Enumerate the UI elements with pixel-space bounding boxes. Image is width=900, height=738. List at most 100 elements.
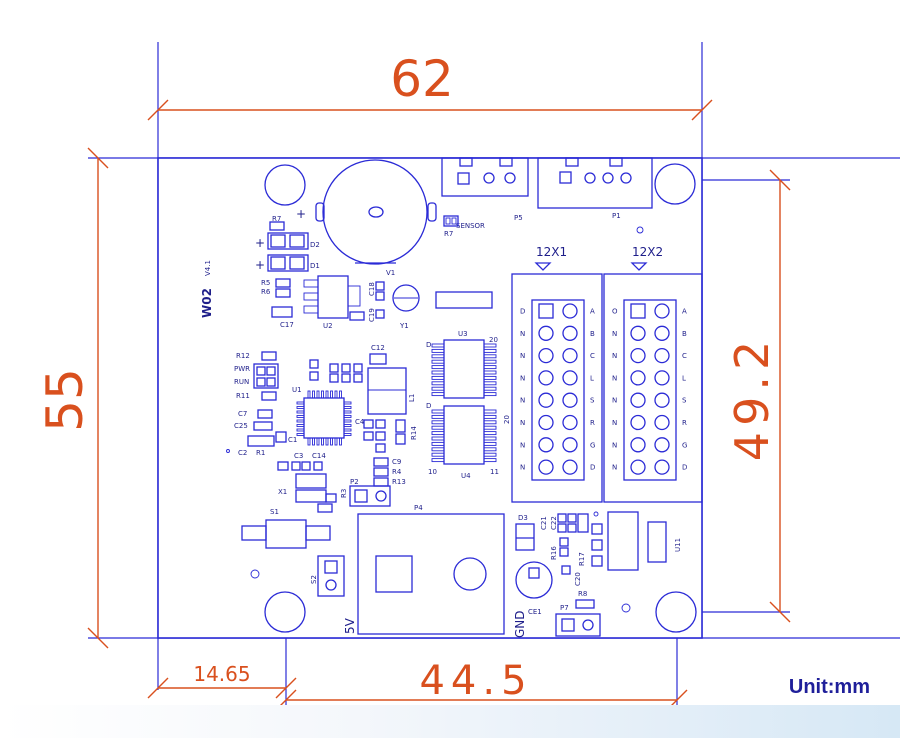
header-pin — [654, 392, 670, 408]
header-pin — [538, 347, 554, 364]
header-pin-label: N — [520, 374, 525, 382]
label-l1: L1 — [408, 394, 416, 402]
label-c18: C18 — [368, 282, 376, 296]
buzzer-component: + V1 — [296, 159, 437, 277]
label-c7: C7 — [238, 410, 247, 418]
mcu-pin — [343, 401, 352, 405]
ic-pin — [483, 370, 497, 375]
header-pin-label: L — [682, 374, 686, 382]
label-r1: R1 — [256, 449, 265, 457]
mcu-pin — [296, 410, 305, 414]
ic-pin — [483, 447, 497, 452]
mcu-pin — [330, 390, 333, 399]
ic-pin — [483, 452, 497, 457]
header-pin — [654, 437, 670, 453]
label-c19: C19 — [368, 308, 376, 322]
header-pin-label: B — [590, 330, 595, 338]
header-pin — [630, 414, 646, 431]
header-pin-label: C — [682, 352, 687, 360]
dimension-hole-vertical: 49.2 — [725, 169, 791, 623]
header-pin-label: N — [520, 397, 525, 405]
header-pin-label: R — [682, 419, 687, 427]
mcu-u1: U1 C4 — [292, 386, 365, 446]
ic-pin — [431, 452, 445, 457]
header-pin-square — [630, 303, 646, 319]
ic-pin — [431, 409, 445, 414]
header-pin — [562, 370, 578, 386]
header-12x2-label: 12X2 — [632, 245, 663, 259]
label-r14: R14 — [410, 426, 418, 440]
label-r4: R4 — [392, 468, 402, 476]
ic-pin — [483, 425, 497, 430]
header-pin-label: L — [590, 374, 594, 382]
diode-d3: D3 — [515, 514, 535, 551]
mcu-pin — [296, 415, 305, 418]
header-12x1-label: 12X1 — [536, 245, 567, 259]
ic-pin — [431, 365, 445, 370]
mcu-pin — [296, 401, 305, 405]
label-u2: U2 — [323, 322, 333, 330]
label-pin20b: 20 — [503, 415, 511, 424]
label-sensor: SENSOR — [456, 222, 485, 230]
ic-pin — [483, 343, 497, 348]
header-pin — [562, 303, 578, 319]
ic-pin — [431, 431, 445, 436]
header-pin-label: N — [520, 441, 525, 449]
label-p5: P5 — [514, 214, 523, 222]
label-r5: R5 — [261, 279, 270, 287]
mcu-pin — [321, 390, 324, 399]
label-p4: P4 — [414, 504, 423, 512]
ic-pin — [431, 420, 445, 425]
dimension-width: 62 — [147, 50, 713, 121]
dimension-hole-horizontal: 44.5 — [275, 658, 688, 711]
connector-p1: P1 — [537, 157, 653, 234]
ic-pin — [483, 348, 497, 353]
header-pin-square — [538, 303, 554, 319]
capacitor-ce1: CE1 — [515, 561, 553, 616]
ic-pin — [431, 348, 445, 353]
label-gnd: GND — [513, 610, 527, 638]
header-pin — [562, 325, 578, 341]
mounting-hole-bottom-left — [264, 591, 306, 633]
ic-pin — [431, 375, 445, 380]
mcu-pin — [321, 437, 324, 446]
header-pin — [654, 303, 670, 319]
ic-pin — [483, 386, 497, 391]
header-pin — [538, 414, 554, 431]
label-r11: R11 — [236, 392, 250, 400]
label-r13: R13 — [392, 478, 406, 486]
header-pin — [654, 347, 670, 364]
ic-pin — [483, 381, 497, 386]
ic-u3: U3 D 20 — [426, 330, 498, 399]
label-u1: U1 — [292, 386, 302, 394]
ic-pin — [431, 425, 445, 430]
ic-pin — [431, 354, 445, 359]
header-p2: P2 R3 — [317, 478, 391, 513]
led-d2-d1: R7 + + D2 D1 — [255, 215, 320, 272]
pcb-outline — [157, 157, 703, 639]
mcu-pin — [312, 437, 315, 446]
crystal-x1-area: C3 C14 X1 — [277, 452, 327, 503]
label-pin11: 11 — [490, 468, 499, 476]
header-pin-label: G — [590, 441, 595, 449]
ic-pin — [483, 431, 497, 436]
ic-pin — [483, 359, 497, 364]
header-pin — [654, 370, 670, 386]
header-pin-label: N — [612, 330, 617, 338]
header-pin — [562, 414, 578, 431]
mcu-pin — [307, 390, 311, 399]
label-r7-sensor: R7 — [444, 230, 453, 238]
label-r17: R17 — [578, 552, 586, 566]
ic-pin — [431, 381, 445, 386]
header-pin-label: N — [520, 464, 525, 472]
mcu-pin — [296, 428, 305, 432]
label-p7: P7 — [560, 604, 569, 612]
mcu-pin — [343, 433, 352, 436]
header-pin — [562, 459, 578, 475]
ic-pin — [483, 458, 497, 463]
header-pin-label: A — [590, 308, 595, 316]
header-pin-label: R — [590, 419, 595, 427]
ic-pin — [431, 343, 445, 348]
